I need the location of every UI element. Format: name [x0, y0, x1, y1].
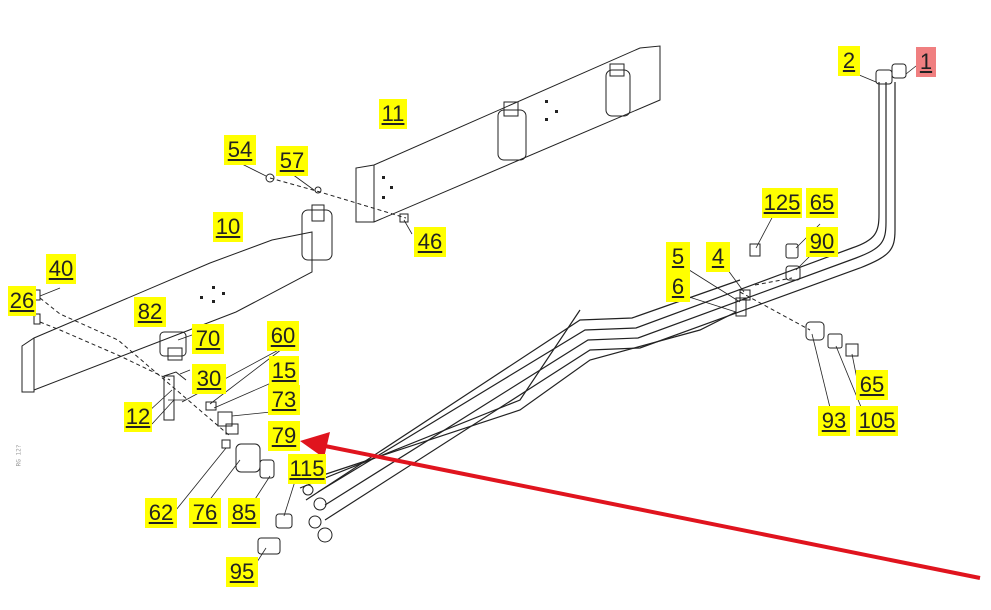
right-rail — [355, 45, 661, 223]
left-rail — [21, 231, 313, 393]
callout-90: 90 — [806, 227, 838, 257]
callout-40: 40 — [46, 254, 76, 284]
callout-1: 1 — [916, 47, 936, 77]
callout-10: 10 — [213, 212, 243, 242]
callout-46: 46 — [414, 227, 446, 257]
callout-4: 4 — [706, 242, 730, 272]
callout-30: 30 — [192, 364, 226, 394]
callout-15: 15 — [269, 356, 299, 386]
callout-2: 2 — [838, 46, 860, 76]
callout-93: 93 — [818, 406, 850, 436]
callout-12: 12 — [124, 402, 152, 432]
callout-5: 5 — [666, 242, 690, 272]
callout-65-top: 65 — [806, 188, 838, 218]
callout-76: 76 — [189, 498, 221, 528]
callout-85: 85 — [228, 498, 260, 528]
callout-62: 62 — [145, 498, 177, 528]
callout-11: 11 — [379, 99, 407, 129]
callout-57: 57 — [276, 146, 308, 176]
callout-73: 73 — [268, 385, 300, 415]
callout-60: 60 — [267, 321, 299, 351]
annotation-arrow — [300, 432, 981, 580]
callout-125: 125 — [762, 188, 802, 218]
callout-82: 82 — [134, 297, 166, 327]
callout-54: 54 — [224, 135, 256, 165]
callout-26: 26 — [8, 286, 36, 316]
callout-79: 79 — [268, 421, 300, 451]
callout-70: 70 — [192, 324, 224, 354]
callout-95: 95 — [226, 557, 258, 587]
side-text: RG 12? — [15, 444, 23, 467]
callout-6: 6 — [666, 272, 690, 302]
callout-115: 115 — [288, 454, 326, 484]
callout-65-bottom: 65 — [856, 370, 888, 400]
callout-105: 105 — [856, 406, 898, 436]
